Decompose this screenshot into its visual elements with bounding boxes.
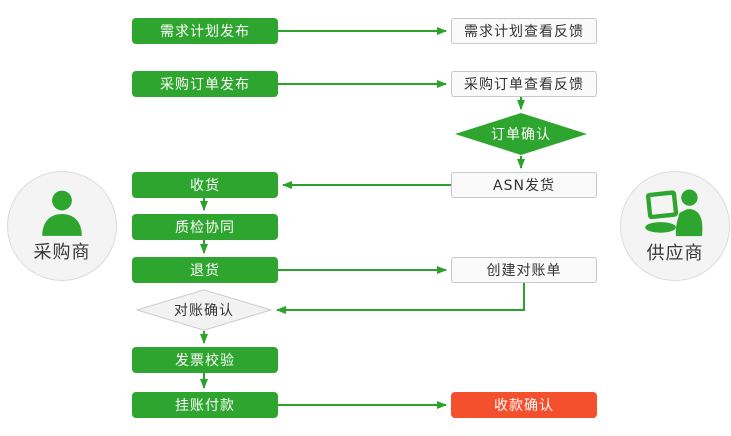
node-receive-goods: 收货 — [132, 172, 278, 198]
node-quality-check: 质检协同 — [132, 214, 278, 240]
gray-diamond-shape — [136, 289, 272, 331]
supplier-person-laptop-icon — [645, 188, 703, 236]
node-book-payment: 挂账付款 — [132, 392, 278, 418]
actor-supplier: 供应商 — [620, 171, 730, 281]
node-demand-plan-publish: 需求计划发布 — [132, 18, 278, 44]
actor-supplier-label: 供应商 — [646, 242, 704, 264]
node-po-publish: 采购订单发布 — [132, 71, 278, 97]
node-po-feedback: 采购订单查看反馈 — [451, 71, 597, 97]
node-label: 对账确认 — [174, 303, 234, 319]
node-reconcile-confirm: 对账确认 — [136, 289, 272, 331]
node-invoice-verify: 发票校验 — [132, 347, 278, 373]
actor-buyer: 采购商 — [7, 171, 117, 281]
node-create-statement: 创建对账单 — [451, 257, 597, 283]
node-label: 订单确认 — [491, 127, 551, 143]
green-diamond-shape — [455, 113, 587, 155]
buyer-person-icon — [42, 190, 82, 236]
node-receipt-confirm: 收款确认 — [451, 392, 597, 418]
actor-buyer-label: 采购商 — [33, 241, 91, 263]
node-return-goods: 退货 — [132, 257, 278, 283]
node-asn-ship: ASN发货 — [451, 172, 597, 198]
node-order-confirm: 订单确认 — [455, 113, 587, 155]
connector-statement-to-reconcile — [276, 283, 525, 314]
node-demand-plan-feedback: 需求计划查看反馈 — [451, 18, 597, 44]
